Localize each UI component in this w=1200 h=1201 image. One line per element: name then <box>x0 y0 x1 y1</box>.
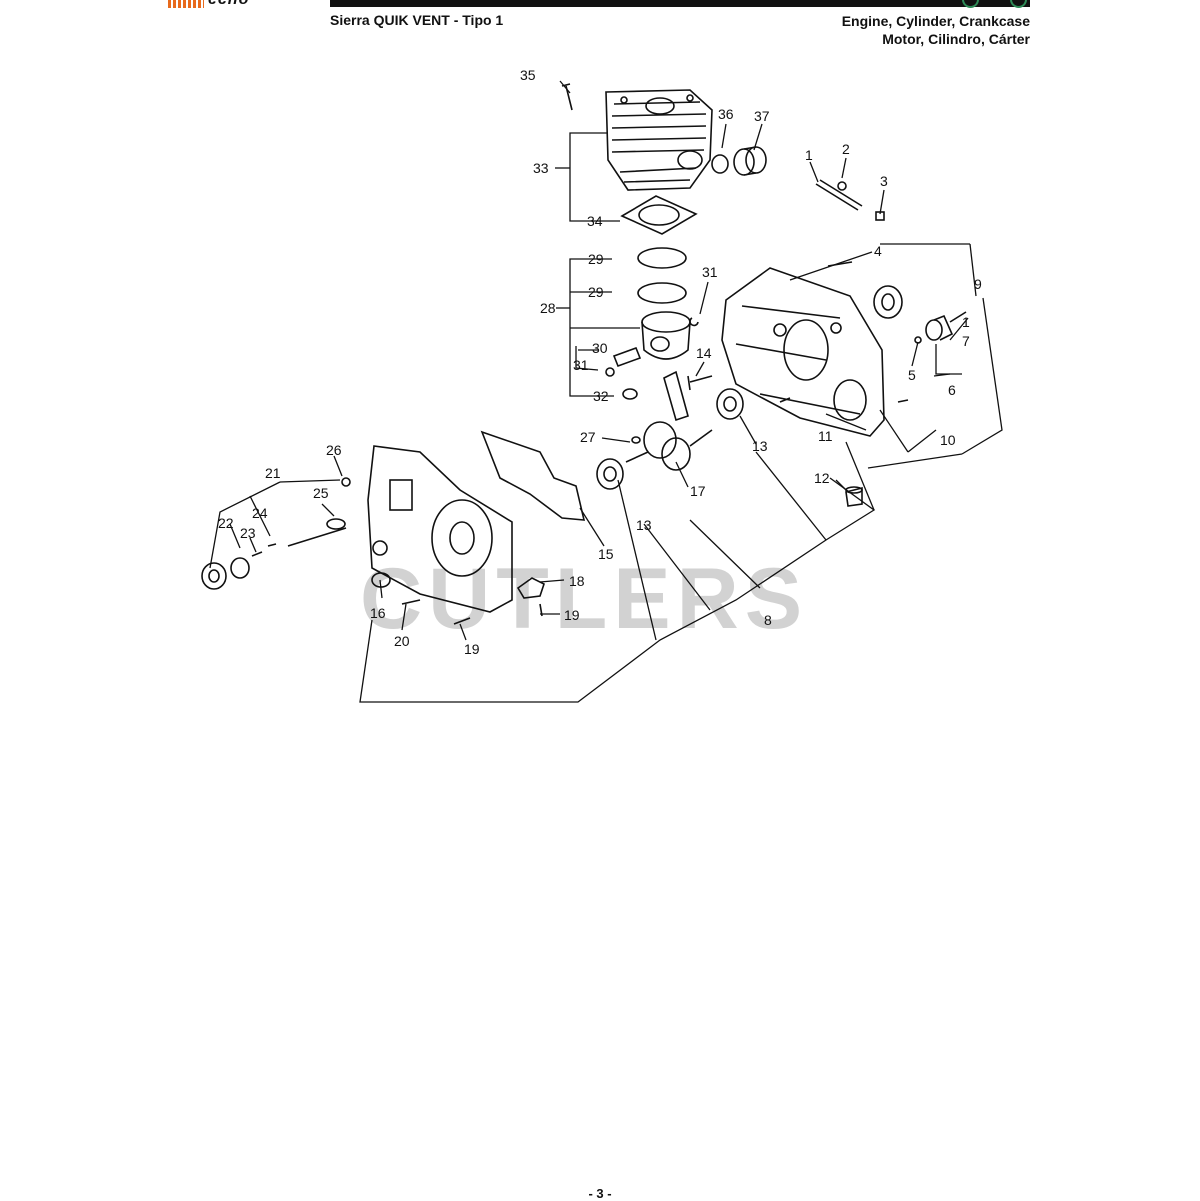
spring-icon <box>251 551 263 557</box>
callout: 18 <box>569 573 585 589</box>
dowel-pin-icon <box>779 397 791 403</box>
callout: 30 <box>592 340 608 356</box>
callout: 14 <box>696 345 712 361</box>
pin-icon <box>815 179 863 211</box>
callout-labels: 35 36 37 33 34 1 2 3 4 29 29 31 28 30 31… <box>218 67 982 657</box>
crankshaft-icon <box>625 370 713 471</box>
callout: 3 <box>880 173 888 189</box>
callout: 34 <box>587 213 603 229</box>
dowel-pin-icon <box>897 399 909 403</box>
callout: 13 <box>636 517 652 533</box>
stud-icon <box>827 261 853 267</box>
bolt-icon <box>401 599 421 605</box>
o-ring-icon <box>711 154 729 174</box>
callout: 20 <box>394 633 410 649</box>
screw-icon <box>453 617 471 625</box>
piston-icon <box>641 311 691 360</box>
crankcase-left-icon <box>367 445 513 613</box>
callout: 33 <box>533 160 549 176</box>
plug-icon <box>845 486 863 507</box>
circlip-icon <box>689 317 699 327</box>
bracket-icon <box>516 577 545 599</box>
callout: 9 <box>974 276 982 292</box>
callout: 28 <box>540 300 556 316</box>
callout: 24 <box>252 505 268 521</box>
bearing-icon <box>596 458 624 490</box>
callout: 32 <box>593 388 609 404</box>
callout: 15 <box>598 546 614 562</box>
callout: 31 <box>573 357 589 373</box>
model-title: Sierra QUIK VENT - Tipo 1 <box>330 12 504 28</box>
key-icon <box>631 436 641 444</box>
callout: 1 <box>962 314 970 330</box>
callout: 12 <box>814 470 830 486</box>
piston-pin-icon <box>612 346 642 368</box>
callout: 21 <box>265 465 281 481</box>
callout: 37 <box>754 108 770 124</box>
callout: 19 <box>564 607 580 623</box>
callout: 2 <box>842 141 850 157</box>
section-title-en: Engine, Cylinder, Crankcase <box>841 13 1030 29</box>
leader-lines <box>209 80 1003 703</box>
section-title: Engine, Cylinder, Crankcase Motor, Cilin… <box>842 12 1030 48</box>
nut-icon <box>837 181 847 191</box>
header-bar <box>330 0 1030 7</box>
ring-icons <box>958 0 1038 8</box>
bolt-icon <box>687 375 713 391</box>
oil-seal-icon <box>873 285 903 319</box>
callout: 29 <box>588 251 604 267</box>
callout: 26 <box>326 442 342 458</box>
callout: 17 <box>690 483 706 499</box>
callout: 35 <box>520 67 536 83</box>
section-title-es: Motor, Cilindro, Cárter <box>882 31 1030 47</box>
spacer-icon <box>875 211 885 221</box>
crankcase-gasket-icon <box>480 430 586 521</box>
part-drawings <box>201 83 967 625</box>
piston-ring-icon <box>637 247 687 269</box>
needle-bearing-icon <box>622 388 638 400</box>
page-number: - 3 - <box>588 1186 612 1201</box>
crankcase-right-icon <box>721 267 885 437</box>
pin-icon <box>267 543 277 547</box>
logo-stripes-icon <box>168 0 204 8</box>
callout: 36 <box>718 106 734 122</box>
callout: 6 <box>948 382 956 398</box>
callout: 23 <box>240 525 256 541</box>
callout: 19 <box>464 641 480 657</box>
bolt-icon <box>561 83 573 111</box>
screw-icon <box>341 477 351 487</box>
muffler-sleeve-icon <box>733 146 767 176</box>
callout: 4 <box>874 243 882 259</box>
callout: 10 <box>940 432 956 448</box>
cylinder-gasket-icon <box>620 195 698 235</box>
brand-logo: echo <box>168 0 318 8</box>
callout: 27 <box>580 429 596 445</box>
callout: 8 <box>764 612 772 628</box>
callout: 7 <box>962 333 970 349</box>
screw-icon <box>539 603 543 617</box>
o-ring-icon <box>230 557 250 579</box>
cylinder-icon <box>605 89 713 191</box>
callout: 29 <box>588 284 604 300</box>
callout: 25 <box>313 485 329 501</box>
decompression-valve-icon <box>287 518 347 547</box>
bearing-icon <box>716 388 744 420</box>
callout: 16 <box>370 605 386 621</box>
callout: 1 <box>805 147 813 163</box>
valve-cap-icon <box>201 562 227 590</box>
rubber-mount-icon <box>914 311 967 344</box>
callout: 11 <box>818 428 833 444</box>
logo-text: echo <box>208 0 249 8</box>
piston-ring-icon <box>637 282 687 304</box>
oil-seal-icon <box>371 572 391 588</box>
callout: 22 <box>218 515 234 531</box>
watermark-text: CUTLERS <box>360 551 808 647</box>
callout: 13 <box>752 438 768 454</box>
callout: 31 <box>702 264 718 280</box>
callout: 5 <box>908 367 916 383</box>
circlip-icon <box>605 367 615 377</box>
